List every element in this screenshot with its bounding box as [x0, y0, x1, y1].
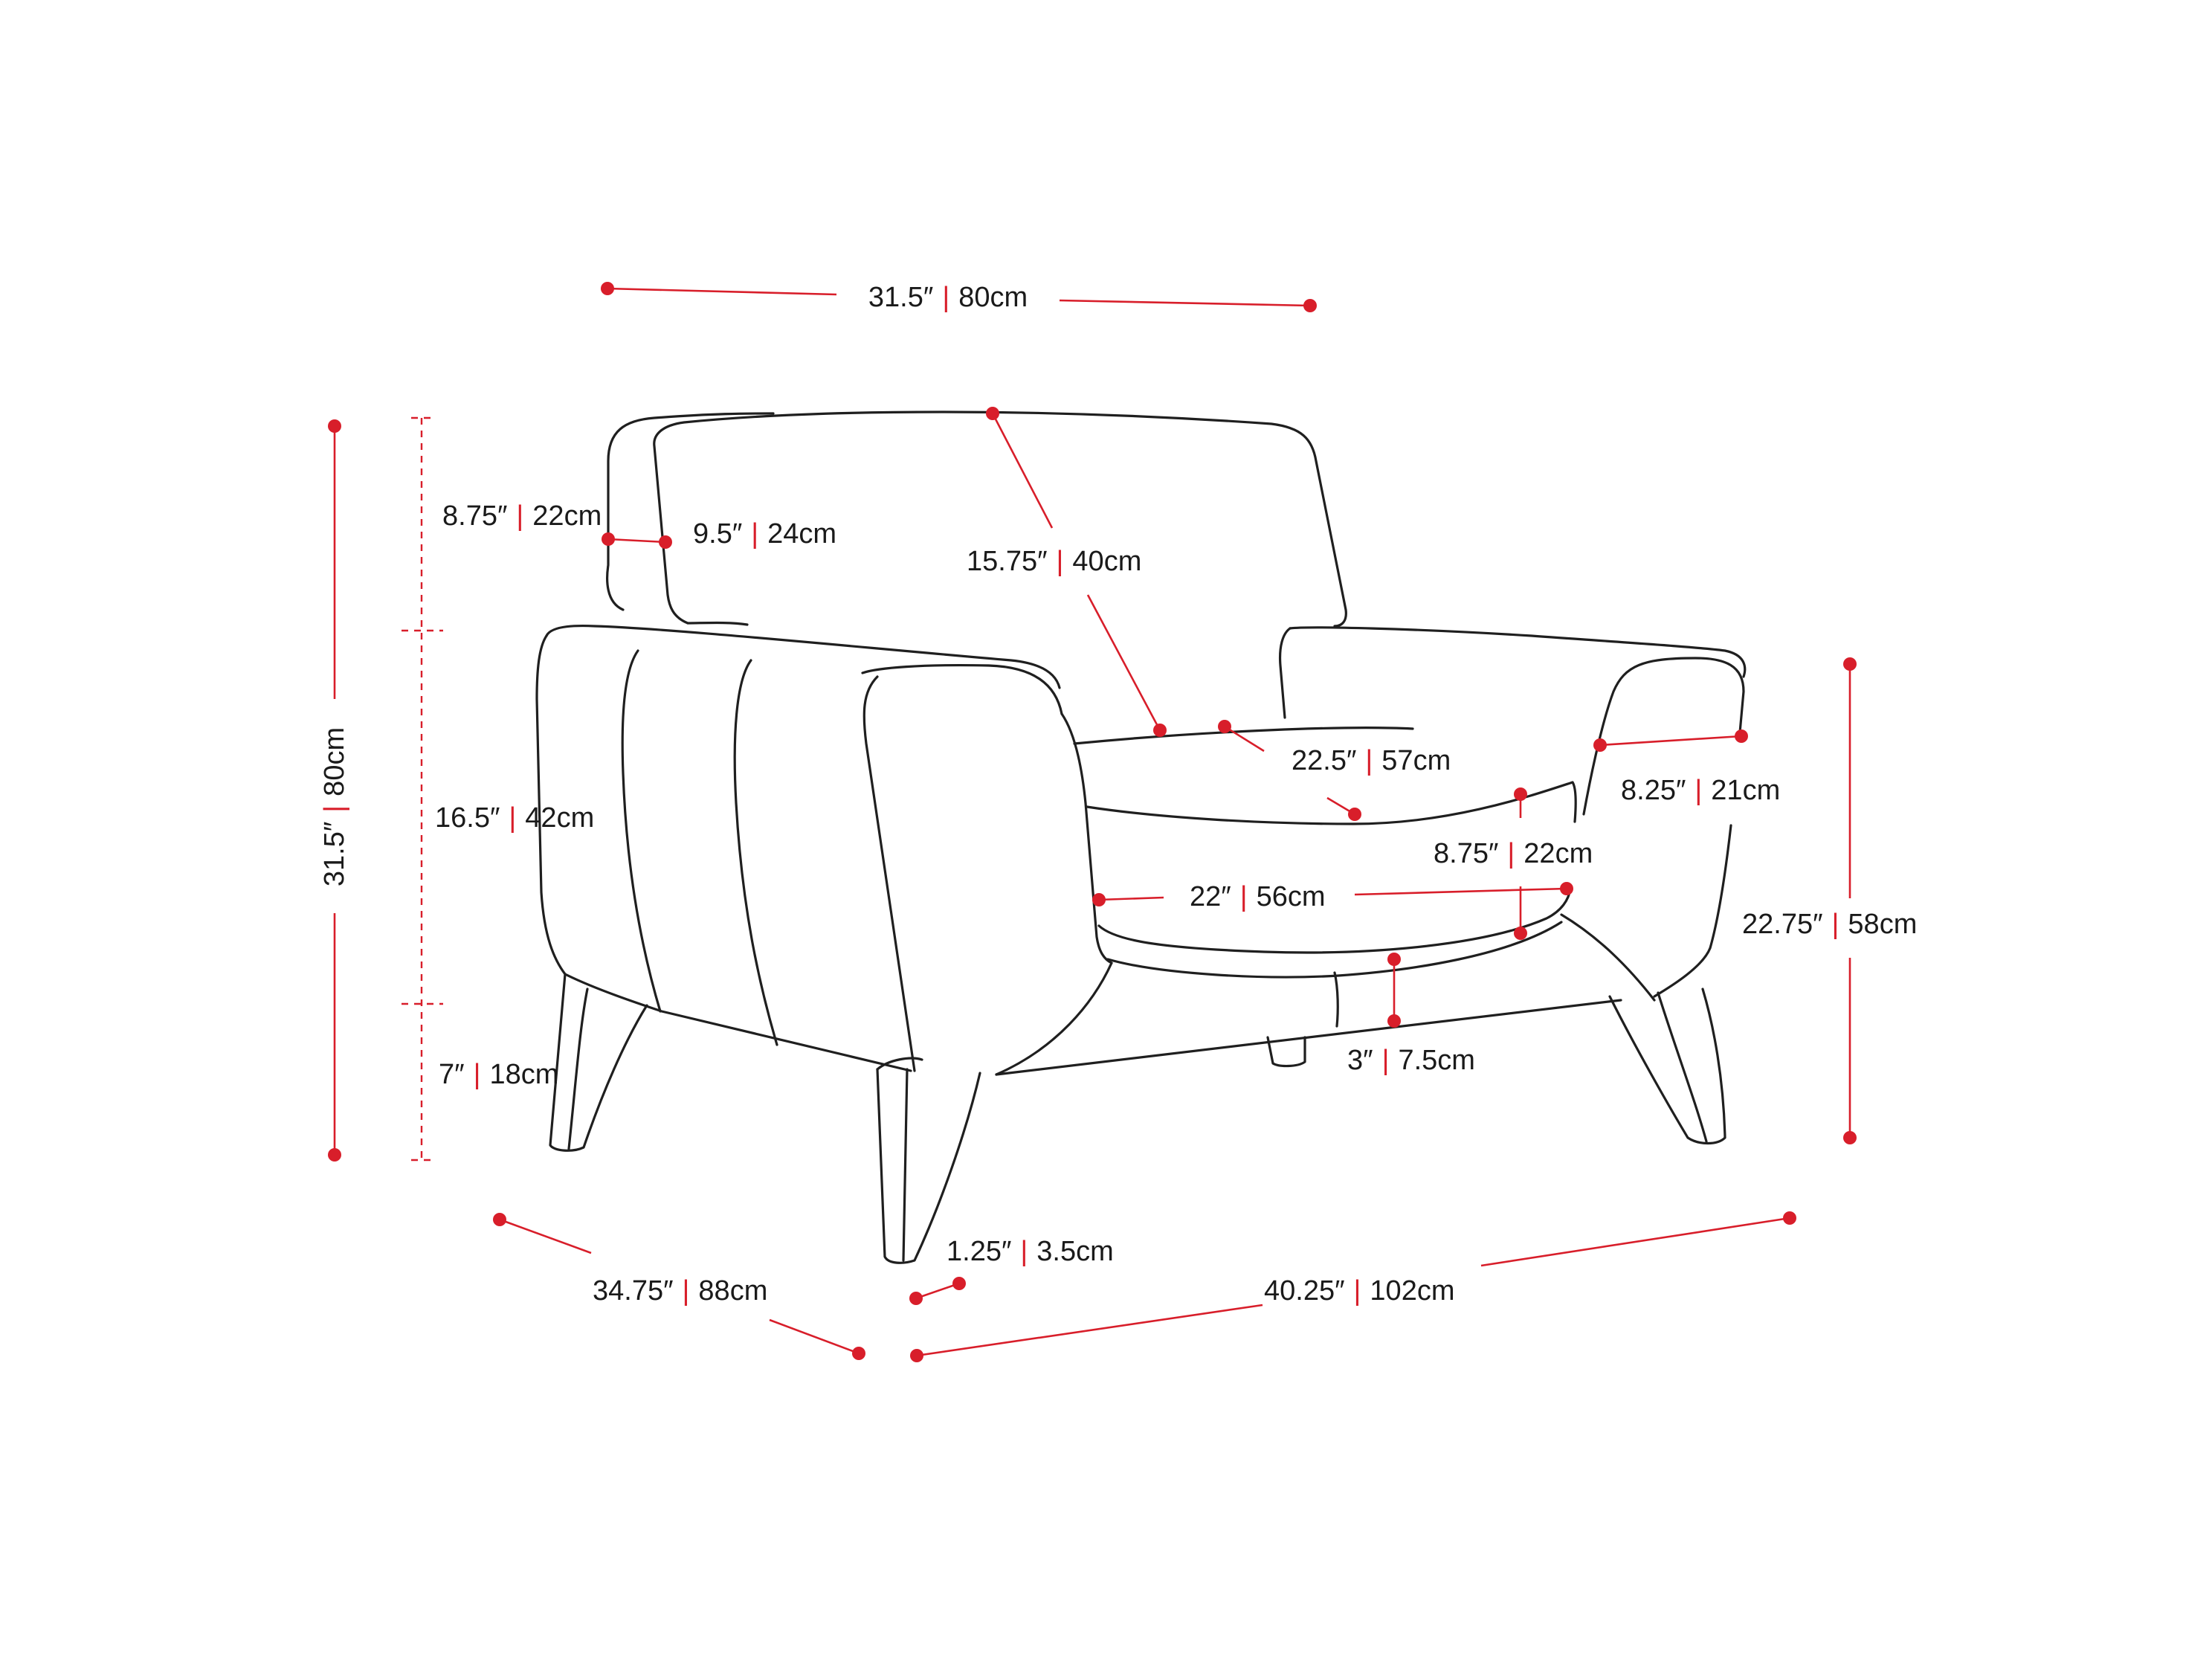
label-ground-clearance: 3″|7.5cm [1347, 1045, 1475, 1076]
left-arm-top [545, 624, 1061, 689]
rear-left-leg-inner [567, 988, 589, 1150]
rear-right-leg [1266, 1036, 1306, 1068]
label-arm-width: 8.25″|21cm [1621, 775, 1780, 806]
label-leg-width: 1.25″|3.5cm [947, 1236, 1114, 1267]
label-arm-height: 22.75″|58cm [1742, 909, 1917, 940]
left-arm-seam-1 [621, 649, 662, 1013]
right-arm-front-curve [1560, 913, 1656, 1002]
height-breakdown-guide [402, 416, 443, 1162]
backrest-rear-outline [606, 412, 775, 611]
base-left-bottom [564, 973, 912, 1072]
front-right-leg [1608, 988, 1726, 1145]
rear-left-leg [549, 973, 648, 1152]
left-arm-inner-side [1060, 712, 1113, 964]
label-seat-depth: 22.5″|57cm [1292, 745, 1451, 776]
label-arm-section-height: 16.5″|42cm [435, 802, 594, 834]
right-arm-inner-top [1278, 627, 1292, 719]
left-arm-front-top [861, 663, 1063, 715]
armchair-outline [535, 410, 1747, 1264]
seat-cushion-top-front [1086, 781, 1574, 825]
seat-cushion-right-edge [1571, 781, 1577, 823]
label-back-thickness: 9.5″|24cm [693, 518, 836, 550]
label-overall-height: 31.5″|80cm [319, 727, 350, 886]
front-left-leg-inner [902, 1068, 909, 1262]
front-left-leg [876, 1068, 981, 1264]
label-back-upper-height: 8.75″|22cm [442, 500, 602, 532]
backrest-front-panel [653, 410, 1347, 628]
seat-cushion-back-edge [1073, 727, 1414, 745]
base-front-curve [995, 961, 1113, 1076]
label-overall-depth: 34.75″|88cm [593, 1275, 767, 1307]
left-arm-outer-side [535, 634, 567, 976]
right-arm-roll [1582, 657, 1745, 816]
right-arm-outer [1653, 824, 1732, 998]
dimension-labels: 31.5″|80cm 8.75″|22cm 9.5″|24cm 15.75″|4… [319, 282, 1917, 1307]
center-support [1333, 971, 1339, 1028]
left-arm-front-edge [862, 675, 916, 1072]
label-leg-height: 7″|18cm [439, 1059, 558, 1090]
label-overall-width: 40.25″|102cm [1264, 1275, 1454, 1307]
backrest-bottom-curl [686, 621, 749, 626]
label-seat-width: 22″|56cm [1190, 881, 1326, 912]
dimension-lines [328, 282, 1857, 1362]
seat-cushion-bottom [1097, 887, 1572, 954]
label-overall-width-top: 31.5″|80cm [868, 282, 1028, 313]
label-back-height: 15.75″|40cm [967, 546, 1141, 577]
left-arm-seam-2 [733, 659, 778, 1046]
front-left-leg-top [876, 1057, 923, 1071]
front-right-leg-inner [1657, 991, 1708, 1143]
label-cushion-height: 8.75″|22cm [1434, 838, 1593, 869]
base-bottom-right [995, 999, 1622, 1076]
right-arm-top [1289, 626, 1747, 678]
seat-cushion-base [1106, 921, 1563, 979]
